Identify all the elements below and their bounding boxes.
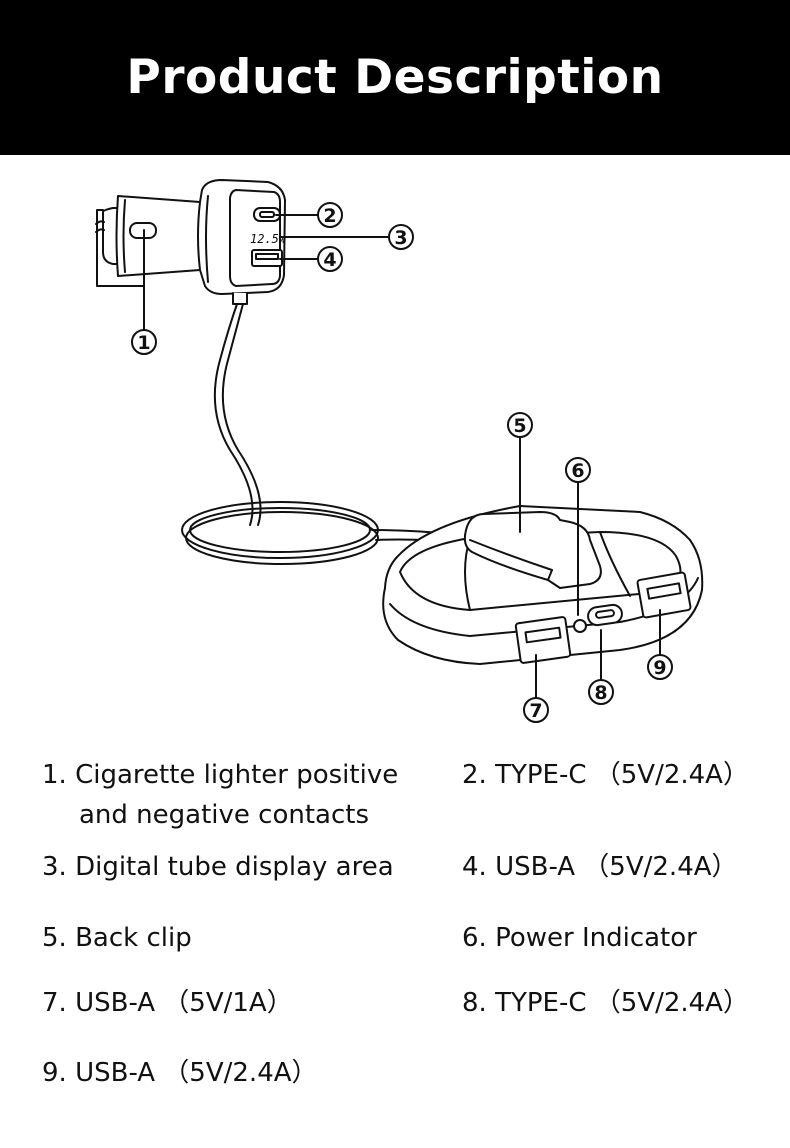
callout-4: 4 <box>323 249 336 271</box>
car-charger-illustration <box>95 179 286 305</box>
product-diagram: 12.5w 1 2 3 4 5 6 7 8 9 <box>95 179 704 723</box>
callout-5: 5 <box>513 415 526 437</box>
item-7: 7. USB-A （5V/1A） <box>42 988 293 1018</box>
callout-3: 3 <box>394 227 407 249</box>
page-title: Product Description <box>126 50 664 105</box>
display-reading: 12.5w <box>250 232 287 246</box>
item-5: 5. Back clip <box>42 923 192 953</box>
item-9: 9. USB-A （5V/2.4A） <box>42 1058 318 1088</box>
callout-6: 6 <box>571 460 584 482</box>
item-8: 8. TYPE-C （5V/2.4A） <box>462 988 749 1018</box>
item-1: 1. Cigarette lighter positive and negati… <box>42 755 398 835</box>
hub-illustration <box>382 505 704 665</box>
item-2: 2. TYPE-C （5V/2.4A） <box>462 760 749 790</box>
item-6: 6. Power Indicator <box>462 923 697 953</box>
item-4: 4. USB-A （5V/2.4A） <box>462 852 738 882</box>
callout-1: 1 <box>137 332 150 354</box>
callout-2: 2 <box>323 205 336 227</box>
callout-8: 8 <box>594 682 607 704</box>
item-1-line1: 1. Cigarette lighter positive <box>42 760 399 790</box>
callout-7: 7 <box>529 700 542 722</box>
item-1-line2: and negative contacts <box>79 800 369 830</box>
cable <box>181 303 471 565</box>
header-banner: Product Description <box>0 0 790 155</box>
callout-9: 9 <box>653 657 666 679</box>
item-3: 3. Digital tube display area <box>42 852 394 882</box>
